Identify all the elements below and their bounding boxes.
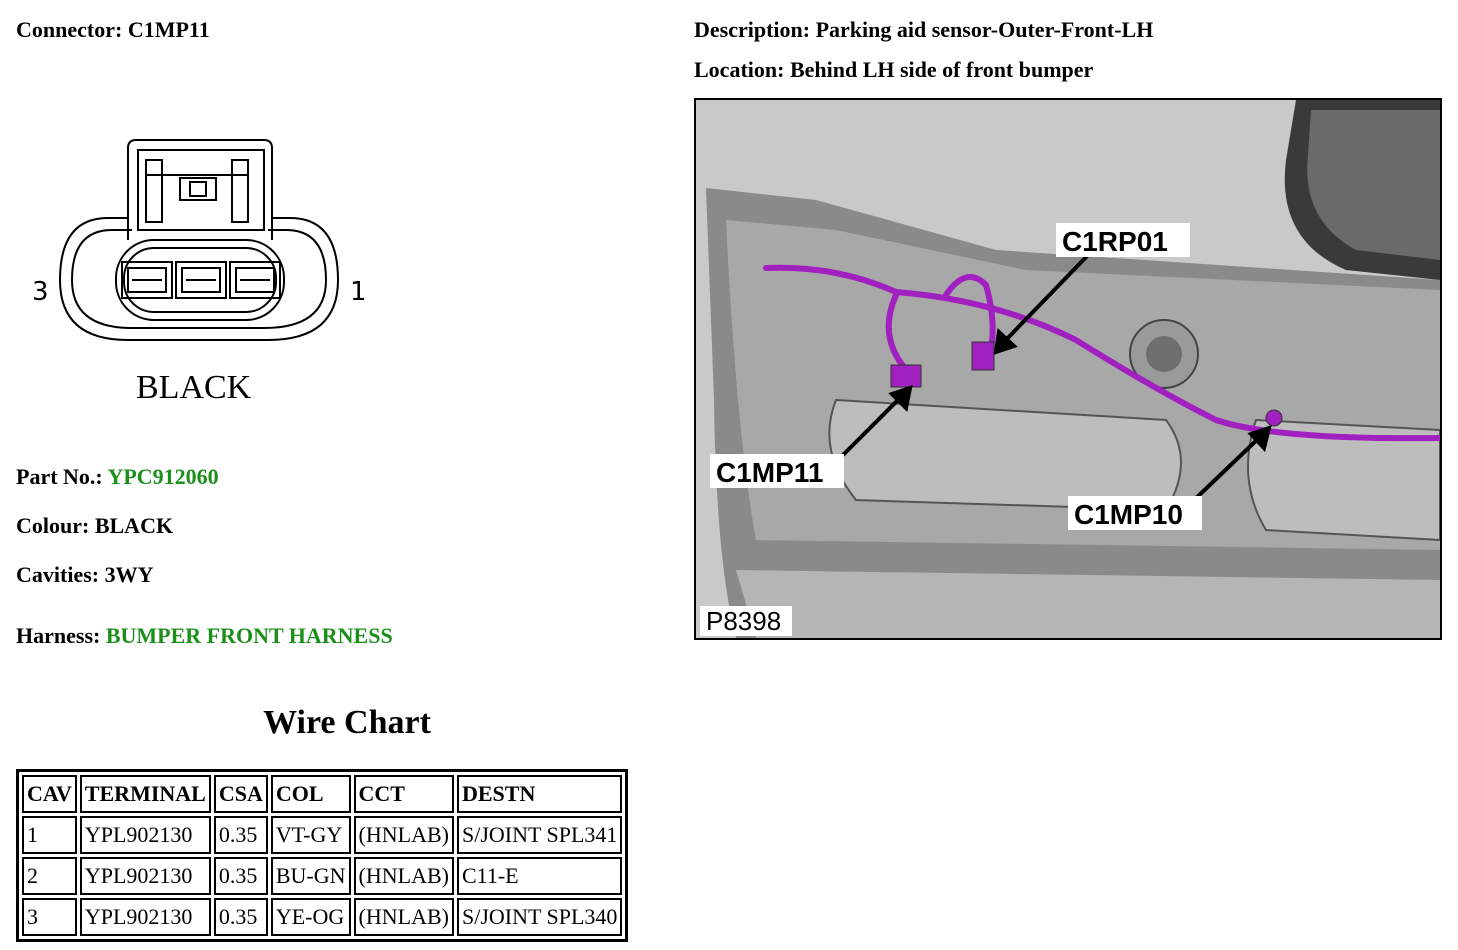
part-no-label: Part No.: [16, 464, 103, 489]
connector-field: Connector: C1MP11 [16, 17, 210, 43]
cell-cct: (HNLAB) [353, 898, 454, 936]
cell-destn: C11-E [456, 857, 623, 895]
callout-c1rp01: C1RP01 [1062, 226, 1168, 257]
header-col: COL [270, 775, 351, 813]
cell-csa: 0.35 [213, 898, 268, 936]
connector-label: Connector: [16, 17, 123, 42]
cavities-label: Cavities: [16, 562, 100, 587]
table-row: 1 YPL902130 0.35 VT-GY (HNLAB) S/JOINT S… [22, 816, 623, 854]
cavities-value: 3WY [104, 562, 154, 587]
harness-label: Harness: [16, 623, 101, 648]
wire-chart-title: Wire Chart [263, 704, 431, 741]
header-cav: CAV [22, 775, 77, 813]
callout-c1mp11: C1MP11 [716, 457, 823, 488]
header-terminal: TERMINAL [79, 775, 211, 813]
connector-face-diagram: 3 1 BLACK [32, 139, 367, 406]
colour-value: BLACK [94, 513, 174, 538]
cell-cav: 2 [22, 857, 77, 895]
location-illustration: C1RP01 C1MP11 C1MP10 P8398 [694, 98, 1442, 640]
bumper-illustration: C1RP01 C1MP11 C1MP10 P8398 [696, 100, 1440, 638]
location-field: Location: Behind LH side of front bumper [694, 57, 1093, 83]
cell-terminal: YPL902130 [79, 898, 211, 936]
table-row: 2 YPL902130 0.35 BU-GN (HNLAB) C11-E [22, 857, 623, 895]
part-no-link[interactable]: YPC912060 [107, 464, 219, 489]
header-destn: DESTN [456, 775, 623, 813]
harness-field: Harness: BUMPER FRONT HARNESS [16, 623, 393, 649]
cell-col: YE-OG [270, 898, 351, 936]
location-label: Location: [694, 57, 785, 82]
cell-csa: 0.35 [213, 816, 268, 854]
table-header-row: CAV TERMINAL CSA COL CCT DESTN [22, 775, 623, 813]
cell-col: VT-GY [270, 816, 351, 854]
pin-1-label: 1 [350, 277, 367, 307]
colour-label: Colour: [16, 513, 90, 538]
cell-cct: (HNLAB) [353, 857, 454, 895]
cell-cav: 3 [22, 898, 77, 936]
cell-cct: (HNLAB) [353, 816, 454, 854]
cell-csa: 0.35 [213, 857, 268, 895]
cell-cav: 1 [22, 816, 77, 854]
pin-3-label: 3 [32, 277, 49, 307]
colour-field: Colour: BLACK [16, 513, 173, 539]
image-ref-label: P8398 [706, 606, 781, 636]
diagram-colour-label: BLACK [136, 369, 252, 406]
header-cct: CCT [353, 775, 454, 813]
part-no-field: Part No.: YPC912060 [16, 464, 219, 490]
cavities-field: Cavities: 3WY [16, 562, 153, 588]
connector-value: C1MP11 [127, 17, 210, 42]
header-csa: CSA [213, 775, 268, 813]
table-row: 3 YPL902130 0.35 YE-OG (HNLAB) S/JOINT S… [22, 898, 623, 936]
cell-terminal: YPL902130 [79, 857, 211, 895]
cell-destn: S/JOINT SPL340 [456, 898, 623, 936]
callout-c1mp10: C1MP10 [1074, 499, 1183, 530]
cell-col: BU-GN [270, 857, 351, 895]
harness-link[interactable]: BUMPER FRONT HARNESS [105, 623, 393, 648]
description-field: Description: Parking aid sensor-Outer-Fr… [694, 17, 1153, 43]
description-label: Description: [694, 17, 811, 42]
cell-destn: S/JOINT SPL341 [456, 816, 623, 854]
cell-terminal: YPL902130 [79, 816, 211, 854]
location-value: Behind LH side of front bumper [789, 57, 1094, 82]
wire-chart-table: CAV TERMINAL CSA COL CCT DESTN 1 YPL9021… [16, 769, 629, 942]
description-value: Parking aid sensor-Outer-Front-LH [815, 17, 1154, 42]
